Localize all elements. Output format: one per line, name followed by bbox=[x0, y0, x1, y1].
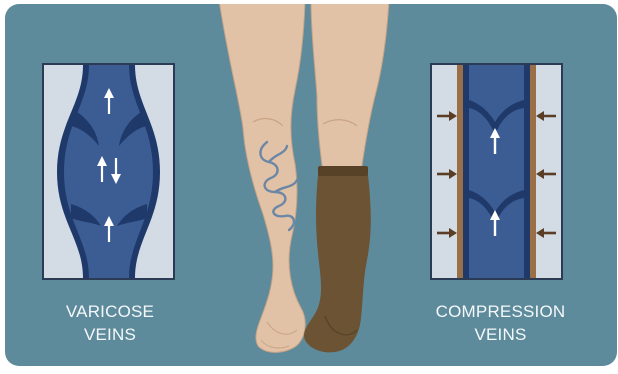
caption-line: VEINS bbox=[35, 323, 185, 346]
compression-vein-panel bbox=[430, 63, 563, 280]
compression-veins-caption: COMPRESSION VEINS bbox=[408, 300, 593, 346]
caption-line: VEINS bbox=[408, 323, 593, 346]
varicose-vein-panel bbox=[42, 63, 175, 280]
illustration-card: VARICOSE VEINS COMPRESSION VEINS bbox=[5, 4, 617, 366]
compression-vessel-lumen bbox=[469, 65, 524, 278]
varicose-veins-caption: VARICOSE VEINS bbox=[35, 300, 185, 346]
caption-line: COMPRESSION bbox=[408, 300, 593, 323]
compression-band-left bbox=[457, 65, 463, 278]
compression-band-right bbox=[530, 65, 536, 278]
stocking-top-band bbox=[318, 166, 368, 176]
caption-line: VARICOSE bbox=[35, 300, 185, 323]
